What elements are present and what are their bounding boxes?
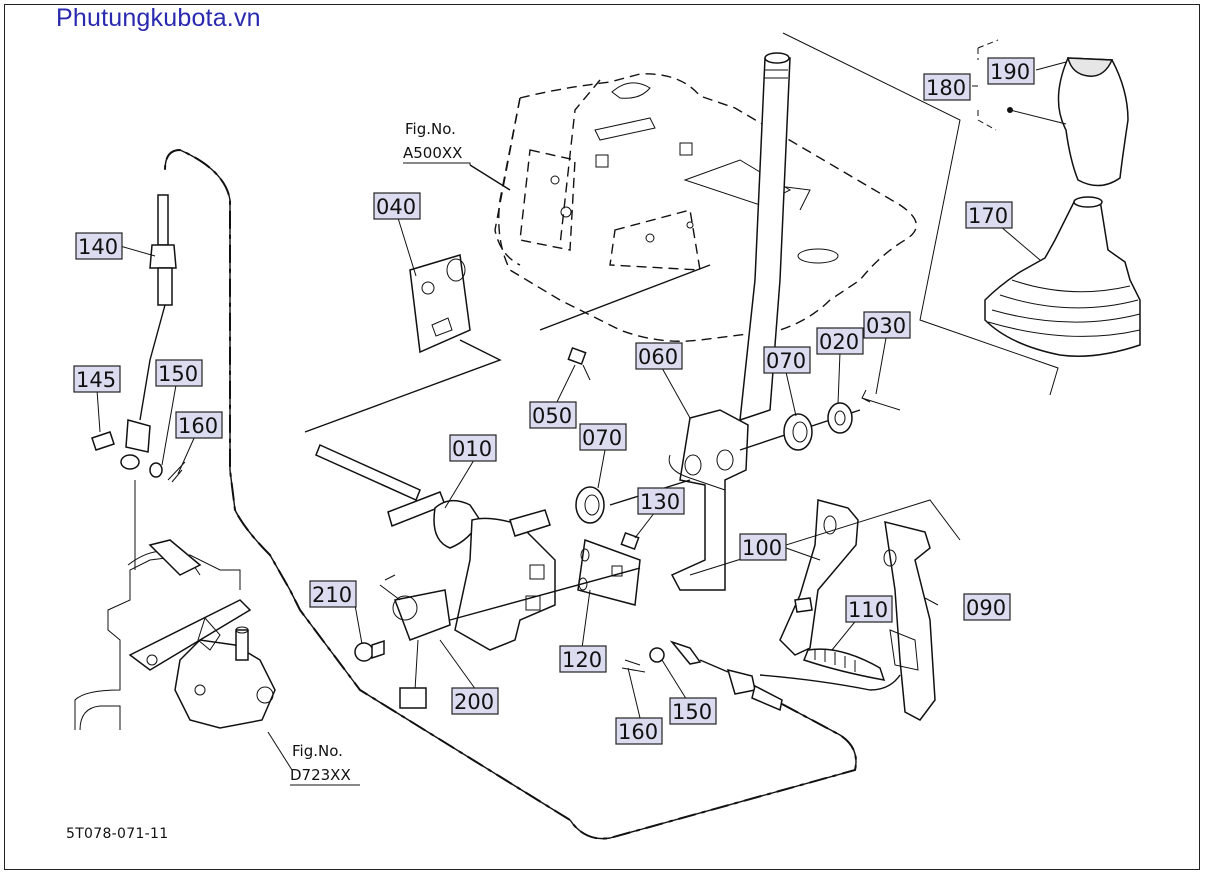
part-label-180[interactable]: 180 bbox=[923, 73, 971, 101]
clutch-cable bbox=[164, 148, 857, 840]
part-label-210[interactable]: 210 bbox=[309, 580, 357, 608]
svg-text:040: 040 bbox=[376, 195, 416, 219]
part-label-145[interactable]: 145 bbox=[73, 365, 121, 393]
part-label-040[interactable]: 040 bbox=[373, 192, 421, 220]
svg-text:A500XX: A500XX bbox=[403, 144, 462, 162]
svg-text:210: 210 bbox=[312, 583, 352, 607]
figure-reference-a500xx[interactable]: Fig.No. A500XX bbox=[403, 120, 471, 165]
svg-text:050: 050 bbox=[532, 404, 572, 428]
part-label-060[interactable]: 060 bbox=[635, 342, 683, 370]
svg-text:060: 060 bbox=[638, 345, 678, 369]
svg-text:140: 140 bbox=[78, 235, 118, 259]
neutral-switch bbox=[354, 567, 641, 709]
part-label-150-lower[interactable]: 150 bbox=[669, 697, 717, 725]
washers-and-pins bbox=[567, 347, 901, 550]
part-label-030[interactable]: 030 bbox=[863, 311, 911, 339]
svg-text:160: 160 bbox=[178, 414, 218, 438]
pedal-levers bbox=[689, 499, 961, 721]
svg-text:090: 090 bbox=[966, 596, 1006, 620]
part-label-010[interactable]: 010 bbox=[449, 434, 497, 462]
shift-shaft bbox=[315, 443, 556, 651]
sensor-plate bbox=[577, 538, 641, 606]
svg-text:120: 120 bbox=[562, 648, 602, 672]
svg-text:160: 160 bbox=[618, 720, 658, 744]
svg-text:020: 020 bbox=[819, 330, 859, 354]
leader-lines bbox=[96, 61, 1067, 771]
part-label-110[interactable]: 110 bbox=[845, 595, 893, 623]
part-label-070-upper[interactable]: 070 bbox=[763, 346, 811, 374]
upper-frame-panel bbox=[469, 73, 917, 342]
svg-text:D723XX: D723XX bbox=[290, 766, 351, 784]
part-label-090[interactable]: 090 bbox=[963, 593, 1011, 621]
svg-text:190: 190 bbox=[990, 60, 1030, 84]
svg-text:170: 170 bbox=[968, 204, 1008, 228]
svg-text:070: 070 bbox=[582, 426, 622, 450]
part-label-140[interactable]: 140 bbox=[75, 232, 123, 260]
part-label-100[interactable]: 100 bbox=[739, 533, 787, 561]
transmission-housing bbox=[74, 480, 276, 731]
svg-text:070: 070 bbox=[766, 349, 806, 373]
part-label-200[interactable]: 200 bbox=[451, 687, 499, 715]
part-label-160[interactable]: 160 bbox=[175, 411, 223, 439]
svg-text:180: 180 bbox=[926, 76, 966, 100]
part-label-190[interactable]: 190 bbox=[987, 57, 1035, 85]
part-label-120[interactable]: 120 bbox=[559, 645, 607, 673]
part-label-050[interactable]: 050 bbox=[529, 401, 577, 429]
svg-text:150: 150 bbox=[158, 362, 198, 386]
part-label-160-lower[interactable]: 160 bbox=[615, 717, 663, 745]
gear-lever-boot-group bbox=[782, 32, 1141, 396]
part-label-170[interactable]: 170 bbox=[965, 201, 1013, 229]
svg-text:130: 130 bbox=[640, 490, 680, 514]
part-label-130[interactable]: 130 bbox=[637, 487, 685, 515]
brand-watermark: Phutungkubota.vn bbox=[56, 4, 261, 32]
drawing-number: 5T078-071-11 bbox=[66, 826, 169, 842]
part-label-150[interactable]: 150 bbox=[155, 359, 203, 387]
svg-text:145: 145 bbox=[76, 368, 116, 392]
svg-text:Fig.No.: Fig.No. bbox=[292, 742, 343, 760]
figure-reference-d723xx[interactable]: Fig.No. D723XX bbox=[290, 742, 360, 786]
left-cable-parts bbox=[91, 194, 186, 483]
svg-text:110: 110 bbox=[848, 598, 888, 622]
part-label-020[interactable]: 020 bbox=[816, 327, 864, 355]
svg-text:030: 030 bbox=[866, 314, 906, 338]
svg-text:100: 100 bbox=[742, 536, 782, 560]
bracket-plate bbox=[304, 254, 502, 433]
svg-text:200: 200 bbox=[454, 690, 494, 714]
part-label-070-lower[interactable]: 070 bbox=[579, 423, 627, 451]
svg-text:010: 010 bbox=[452, 437, 492, 461]
svg-text:Fig.No.: Fig.No. bbox=[405, 120, 456, 138]
svg-text:150: 150 bbox=[672, 700, 712, 724]
